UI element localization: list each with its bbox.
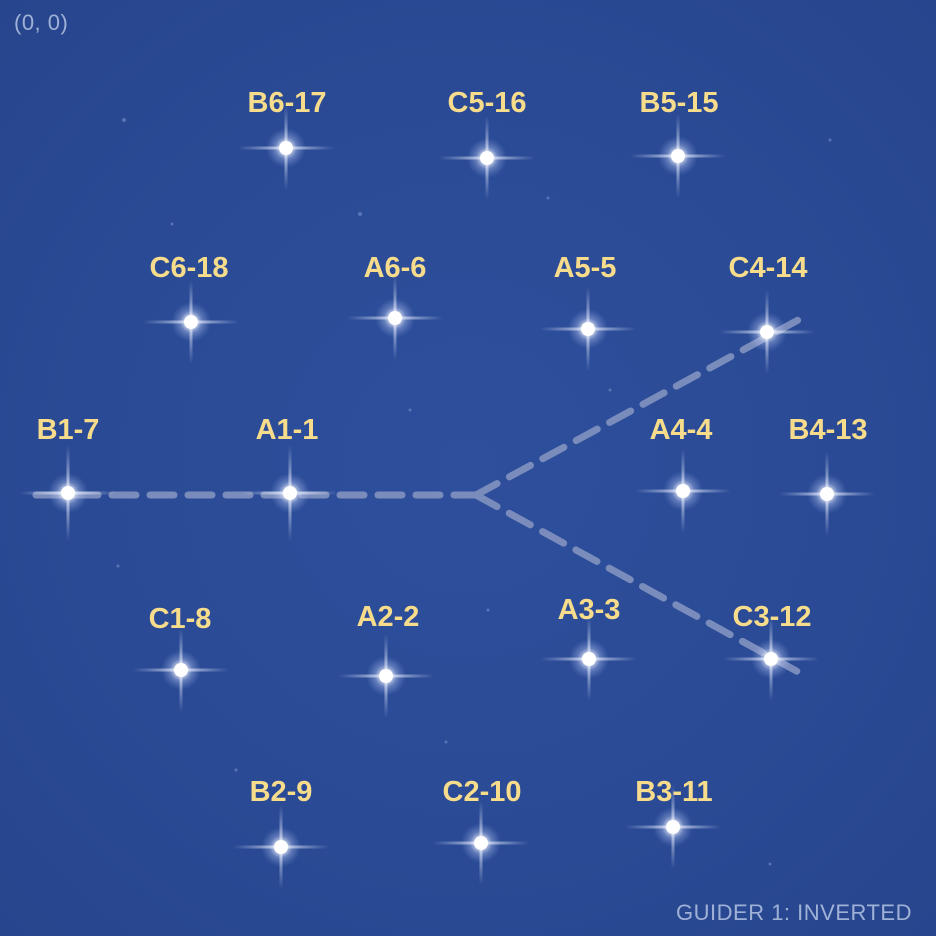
star-C3-12: [723, 617, 819, 701]
star-B4-13: [779, 452, 875, 536]
background-specks: [116, 118, 832, 866]
segment-label-C2-10: C2-10: [442, 776, 522, 808]
star-A6-6: [347, 276, 443, 360]
star-A2-2: [338, 634, 434, 718]
star-C6-18: [143, 280, 239, 364]
star-B5-15: [630, 114, 726, 198]
segment-label-B1-7: B1-7: [36, 414, 100, 446]
star-A4-4: [635, 449, 731, 533]
segment-label-B5-15: B5-15: [639, 87, 719, 119]
segment-label-C1-8: C1-8: [148, 603, 212, 635]
star-A5-5: [540, 287, 636, 371]
guider-mode-label: GUIDER 1: INVERTED: [676, 900, 912, 925]
segment-label-C4-14: C4-14: [728, 252, 808, 284]
segment-label-B2-9: B2-9: [249, 776, 313, 808]
segment-label-A5-5: A5-5: [553, 252, 617, 284]
segment-label-B3-11: B3-11: [635, 776, 713, 808]
star-B2-9: [233, 805, 329, 889]
segment-label-B6-17: B6-17: [247, 87, 327, 119]
dashed-line-upper: [472, 315, 804, 499]
star-C1-8: [133, 628, 229, 712]
star-A3-3: [541, 617, 637, 701]
star-B3-11: [625, 785, 721, 869]
star-B6-17: [238, 106, 334, 190]
segment-label-A6-6: A6-6: [363, 252, 427, 284]
star-A1-1: [242, 445, 338, 541]
star-C4-14: [719, 290, 815, 374]
segment-label-A1-1: A1-1: [255, 414, 319, 446]
segment-label-A3-3: A3-3: [557, 594, 621, 626]
dashed-line-lower: [472, 491, 804, 677]
star-C2-10: [433, 801, 529, 885]
segment-label-C6-18: C6-18: [149, 252, 229, 284]
star-B1-7: [20, 445, 116, 541]
segment-label-A4-4: A4-4: [649, 414, 713, 446]
segment-label-B4-13: B4-13: [788, 414, 868, 446]
origin-coordinate-label: (0, 0): [14, 10, 69, 35]
segment-label-C3-12: C3-12: [732, 601, 812, 633]
segment-label-C5-16: C5-16: [447, 87, 527, 119]
segment-label-A2-2: A2-2: [356, 601, 420, 633]
dashed-guide-lines: [32, 315, 804, 677]
star-C5-16: [439, 116, 535, 200]
